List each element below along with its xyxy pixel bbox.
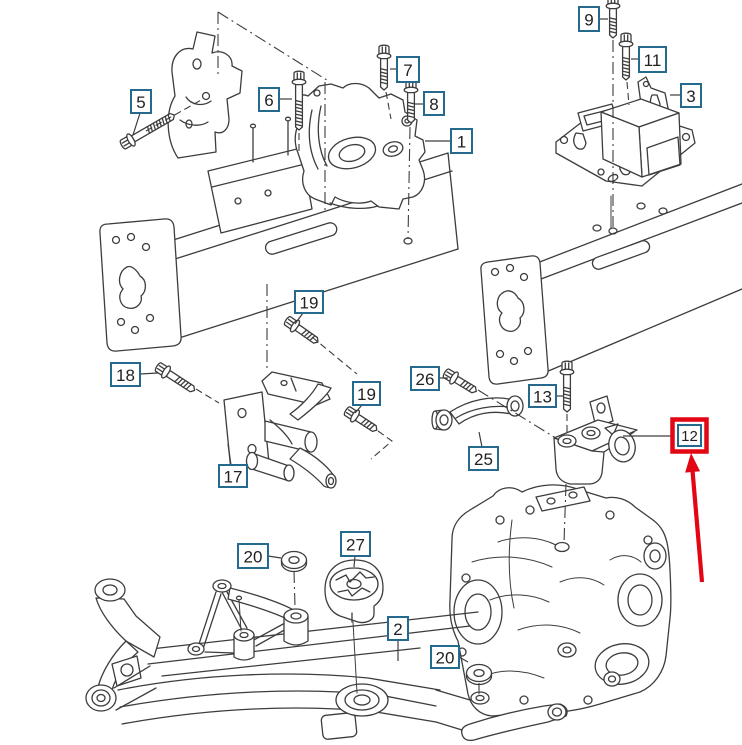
- upper-bracket-drawing: [167, 31, 243, 159]
- bolt-11-drawing: [618, 32, 634, 81]
- callout-18[interactable]: 18: [110, 362, 159, 387]
- callout-20[interactable]: 20: [430, 645, 469, 669]
- callout-3[interactable]: 3: [670, 83, 702, 108]
- gearbox-housing-drawing: [449, 484, 672, 717]
- callout-box: [578, 6, 600, 32]
- callout-27[interactable]: 27: [340, 531, 371, 568]
- callout-7[interactable]: 7: [390, 56, 420, 83]
- callout-17[interactable]: 17: [218, 443, 248, 488]
- callout-box: [237, 543, 269, 569]
- bonded-mount-drawing: [324, 559, 384, 624]
- callout-leader-line: [354, 404, 363, 414]
- callout-box: [340, 531, 371, 557]
- pendulum-support-drawing: [431, 395, 524, 431]
- bolt-19-drawing: [283, 315, 319, 344]
- callout-20[interactable]: 20: [237, 543, 282, 569]
- right-crossmember-drawing: [480, 183, 742, 385]
- callout-leader-line: [132, 112, 141, 136]
- callout-leader-line: [478, 431, 483, 448]
- callout-box: [294, 290, 324, 314]
- callout-number: 17: [224, 468, 243, 487]
- callout-number: 2: [393, 620, 402, 639]
- callout-box: [352, 381, 381, 406]
- bolt-19-drawing: [343, 406, 378, 433]
- callout-box: [468, 446, 499, 471]
- callout-26[interactable]: 26: [410, 366, 448, 391]
- callout-12[interactable]: 12: [623, 417, 709, 454]
- callout-leader-line: [458, 656, 469, 663]
- callout-box: [130, 89, 152, 114]
- bolt-13-drawing: [559, 360, 575, 413]
- callout-box: [410, 366, 440, 391]
- highlight-layer: [685, 453, 705, 583]
- callout-leader-line: [267, 555, 282, 559]
- callout-number: 3: [686, 87, 695, 106]
- callout-25[interactable]: 25: [468, 431, 499, 471]
- bolt-9-drawing: [605, 0, 621, 39]
- callout-leader-line: [294, 312, 304, 325]
- callout-6[interactable]: 6: [258, 87, 292, 112]
- callout-box: [387, 616, 409, 641]
- engine-mount-drawing: [294, 82, 426, 210]
- callout-9[interactable]: 9: [578, 6, 608, 32]
- callout-number: 12: [681, 428, 698, 445]
- mounting-bracket-drawing: [553, 395, 638, 485]
- callout-box: [430, 645, 460, 669]
- callout-leader-line: [139, 372, 159, 375]
- callout-number: 20: [244, 548, 263, 567]
- left-crossmember-drawing: [99, 152, 459, 352]
- callout-number: 9: [584, 11, 593, 30]
- callout-13[interactable]: 13: [528, 384, 563, 408]
- washer-20-drawing: [465, 663, 493, 686]
- callout-number: 7: [403, 61, 412, 80]
- callout-box: [680, 83, 702, 108]
- callout-leader-line: [227, 443, 232, 466]
- callout-19[interactable]: 19: [352, 381, 381, 414]
- callout-number: 19: [357, 385, 376, 404]
- callout-number: 18: [116, 366, 135, 385]
- callout-box: [423, 91, 445, 116]
- callout-leader-line: [353, 555, 356, 568]
- callout-number: 11: [644, 51, 662, 70]
- callout-number: 8: [429, 95, 438, 114]
- gearbox-mount-drawing: [555, 76, 696, 187]
- callout-box: [396, 56, 420, 83]
- callout-19[interactable]: 19: [294, 290, 324, 325]
- callout-box: [218, 464, 248, 488]
- beam-bracket-drawing: [207, 116, 313, 234]
- callout-5[interactable]: 5: [130, 89, 152, 136]
- washer-20-drawing: [280, 550, 308, 573]
- callout-11[interactable]: 11: [631, 46, 667, 73]
- callout-number: 1: [457, 133, 466, 152]
- bolt-18-drawing: [154, 362, 196, 393]
- subframe-drawing: [85, 578, 568, 742]
- callout-box: [258, 87, 280, 112]
- callout-box: [110, 362, 141, 387]
- pointer-arrow-head: [685, 453, 701, 473]
- support-bracket-drawing: [223, 371, 337, 489]
- callout-box: [677, 424, 702, 447]
- callout-1[interactable]: 1: [425, 128, 473, 154]
- callout-number: 27: [346, 536, 365, 555]
- bolt-6-drawing: [291, 70, 307, 131]
- callout-number: 6: [264, 91, 273, 110]
- callout-number: 19: [300, 294, 319, 313]
- callout-number: 26: [416, 370, 435, 389]
- callout-number: 20: [436, 649, 455, 668]
- callout-number: 25: [474, 450, 493, 469]
- callout-box: [450, 128, 473, 154]
- callout-box: [638, 46, 667, 73]
- construction-lines: [145, 11, 630, 694]
- callout-number: 13: [533, 388, 552, 407]
- callout-2[interactable]: 2: [387, 616, 409, 661]
- bolt-7-drawing: [376, 44, 392, 91]
- bolt-26-drawing: [442, 368, 477, 394]
- hardware-layer: [119, 0, 634, 686]
- callout-number: 5: [136, 93, 145, 112]
- callout-box: [528, 384, 557, 408]
- callout-8[interactable]: 8: [414, 91, 445, 116]
- pointer-arrow-shaft: [690, 467, 705, 583]
